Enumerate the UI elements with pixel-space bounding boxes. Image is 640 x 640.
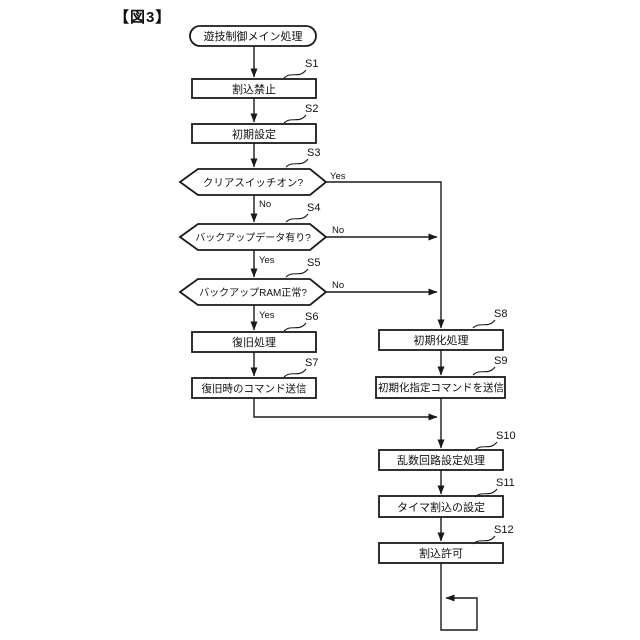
s9-process-shape: [375, 376, 506, 399]
s4-step-id: S4: [307, 202, 320, 214]
s9-lead-line: [472, 366, 496, 376]
s4-no-label: No: [332, 225, 344, 236]
s7-label: 復旧時のコマンド送信: [202, 382, 307, 395]
s11-label: タイマ割込の設定: [397, 500, 485, 514]
s3-no-label: No: [259, 199, 271, 210]
figure-title: 【図3】: [114, 8, 171, 26]
branch-labels: No Yes Yes No Yes No: [259, 171, 346, 321]
s10-label: 乱数回路設定処理: [397, 453, 485, 467]
s3-step-id: S3: [307, 147, 320, 159]
s1-step-id: S1: [305, 58, 318, 70]
s8-lead-line: [472, 319, 496, 329]
s10-lead-line: [474, 441, 498, 451]
s8-step-id: S8: [494, 308, 507, 320]
flow-connectors: [250, 46, 478, 631]
s5-yes-label: Yes: [259, 310, 275, 321]
s1-label: 割込禁止: [232, 82, 276, 96]
s4-label: バックアップデータ有り?: [195, 231, 311, 244]
s6-lead-line: [283, 322, 307, 332]
s5-decision-shape: [178, 278, 328, 306]
start-terminal-label: 遊技制御メイン処理: [204, 29, 303, 43]
s5-no-label: No: [332, 280, 344, 291]
step-s3: クリアスイッチオン? S3: [178, 147, 328, 196]
s4-lead-line: [285, 213, 309, 223]
s9-step-id: S9: [494, 355, 507, 367]
step-s8: 初期化処理 S8: [378, 308, 507, 351]
s5-label: バックアップRAM正常?: [199, 286, 307, 299]
s4-decision-shape: [178, 223, 328, 251]
s6-label: 復旧処理: [232, 336, 276, 349]
step-s10: 乱数回路設定処理 S10: [378, 430, 516, 471]
s3-decision-shape: [178, 168, 328, 196]
s2-lead-line: [283, 114, 307, 124]
s1-process-shape: [191, 78, 317, 99]
step-s6: 復旧処理 S6: [191, 311, 318, 353]
s12-step-id: S12: [494, 524, 514, 536]
step-s2: 初期設定 S2: [191, 103, 318, 144]
step-s11: タイマ割込の設定 S11: [378, 477, 515, 518]
s4-yes-label: Yes: [259, 255, 275, 266]
s10-step-id: S10: [496, 430, 516, 442]
s2-process-shape: [191, 123, 317, 144]
s3-lead-line: [285, 158, 309, 168]
s12-process-shape: [378, 542, 504, 564]
s10-process-shape: [378, 449, 504, 471]
edge-s7-merge: [253, 398, 438, 421]
s11-step-id: S11: [496, 477, 515, 489]
edge-s3-s8-yes: [326, 181, 445, 329]
s11-lead-line: [474, 488, 498, 498]
s11-process-shape: [378, 495, 504, 518]
step-s9: 初期化指定コマンドを送信 S9: [375, 355, 507, 399]
s7-process-shape: [191, 377, 317, 399]
s6-process-shape: [191, 331, 317, 353]
s5-step-id: S5: [307, 257, 320, 269]
step-s1: 割込禁止 S1: [191, 58, 318, 99]
node-start: 遊技制御メイン処理: [189, 25, 317, 47]
s1-lead-line: [283, 69, 307, 79]
s8-label: 初期化処理: [414, 333, 469, 347]
s12-label: 割込許可: [419, 546, 463, 560]
s8-process-shape: [378, 329, 504, 351]
s2-label: 初期設定: [232, 127, 276, 141]
start-terminal-shape: [189, 25, 317, 47]
s9-label: 初期化指定コマンドを送信: [378, 381, 504, 394]
s2-step-id: S2: [305, 103, 318, 115]
s6-step-id: S6: [305, 311, 318, 323]
s3-yes-label: Yes: [330, 171, 346, 182]
s3-label: クリアスイッチオン?: [203, 177, 303, 189]
s7-lead-line: [283, 368, 307, 378]
step-s4: バックアップデータ有り? S4: [178, 202, 328, 251]
loop-back-connector: [440, 563, 478, 631]
s12-lead-line: [472, 535, 496, 545]
step-s7: 復旧時のコマンド送信 S7: [191, 357, 318, 399]
step-s5: バックアップRAM正常? S5: [178, 257, 328, 306]
s5-lead-line: [285, 268, 309, 278]
s7-step-id: S7: [305, 357, 318, 369]
step-s12: 割込許可 S12: [378, 524, 514, 564]
